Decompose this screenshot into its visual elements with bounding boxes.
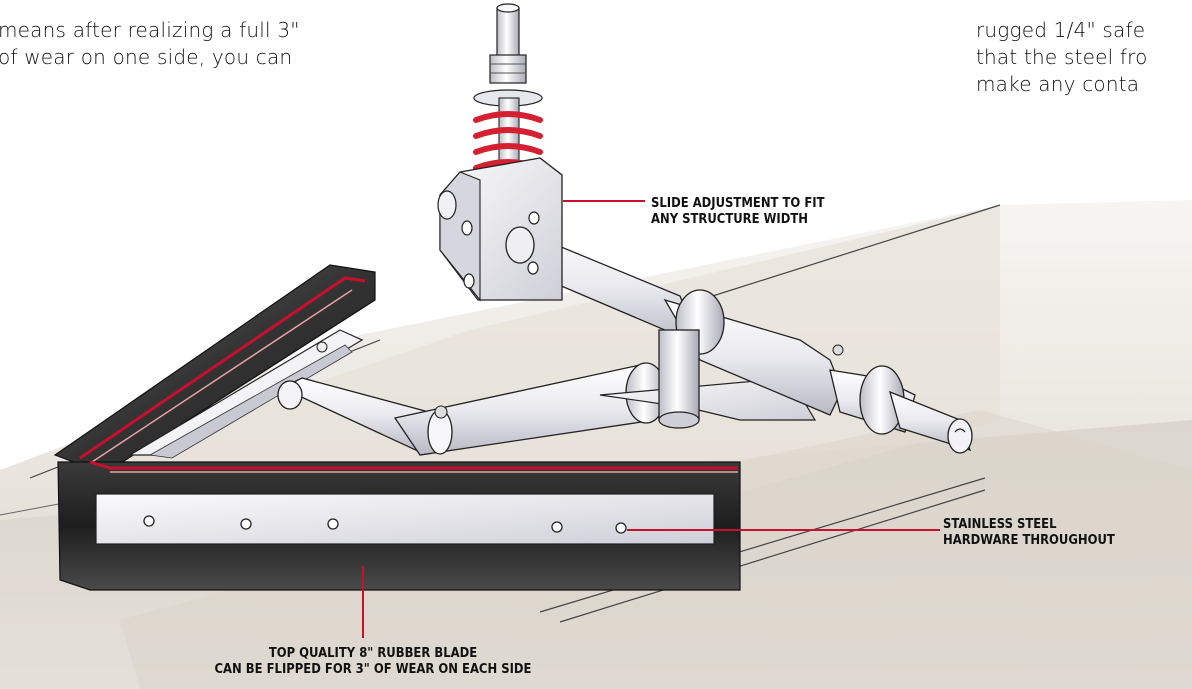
callout-slide-line1: SLIDE ADJUSTMENT TO FIT [651, 195, 825, 211]
callout-slide-line2: ANY STRUCTURE WIDTH [651, 211, 808, 227]
intro-text-right-line3: make any conta [976, 72, 1140, 96]
intro-text-left: means after realizing a full 3" of wear … [0, 0, 300, 71]
lower-arm [277, 357, 817, 456]
callout-blade-line2: CAN BE FLIPPED FOR 3" OF WEAR ON EACH SI… [214, 661, 532, 677]
callout-hardware-line1: STAINLESS STEEL [943, 516, 1057, 532]
callout-leaders [362, 200, 940, 638]
intro-text-left-line2: of wear on one side, you can [0, 45, 293, 69]
callout-stainless-hardware: STAINLESS STEEL HARDWARE THROUGHOUT [943, 516, 1115, 548]
steel-channel [127, 329, 364, 459]
callout-rubber-blade: TOP QUALITY 8" RUBBER BLADE CAN BE FLIPP… [179, 645, 568, 677]
callout-hardware-line2: HARDWARE THROUGHOUT [943, 532, 1115, 548]
intro-text-right-line1: rugged 1/4" safe [976, 18, 1146, 42]
intro-text-left-line1: means after realizing a full 3" [0, 18, 300, 42]
intro-text-right: rugged 1/4" safe that the steel fro make… [976, 0, 1148, 98]
callout-slide-adjustment: SLIDE ADJUSTMENT TO FIT ANY STRUCTURE WI… [651, 195, 825, 227]
callout-blade-line1: TOP QUALITY 8" RUBBER BLADE [268, 645, 478, 661]
spring-bracket [437, 3, 563, 302]
rubber-blade [53, 264, 741, 591]
intro-text-right-line2: that the steel fro [976, 45, 1148, 69]
